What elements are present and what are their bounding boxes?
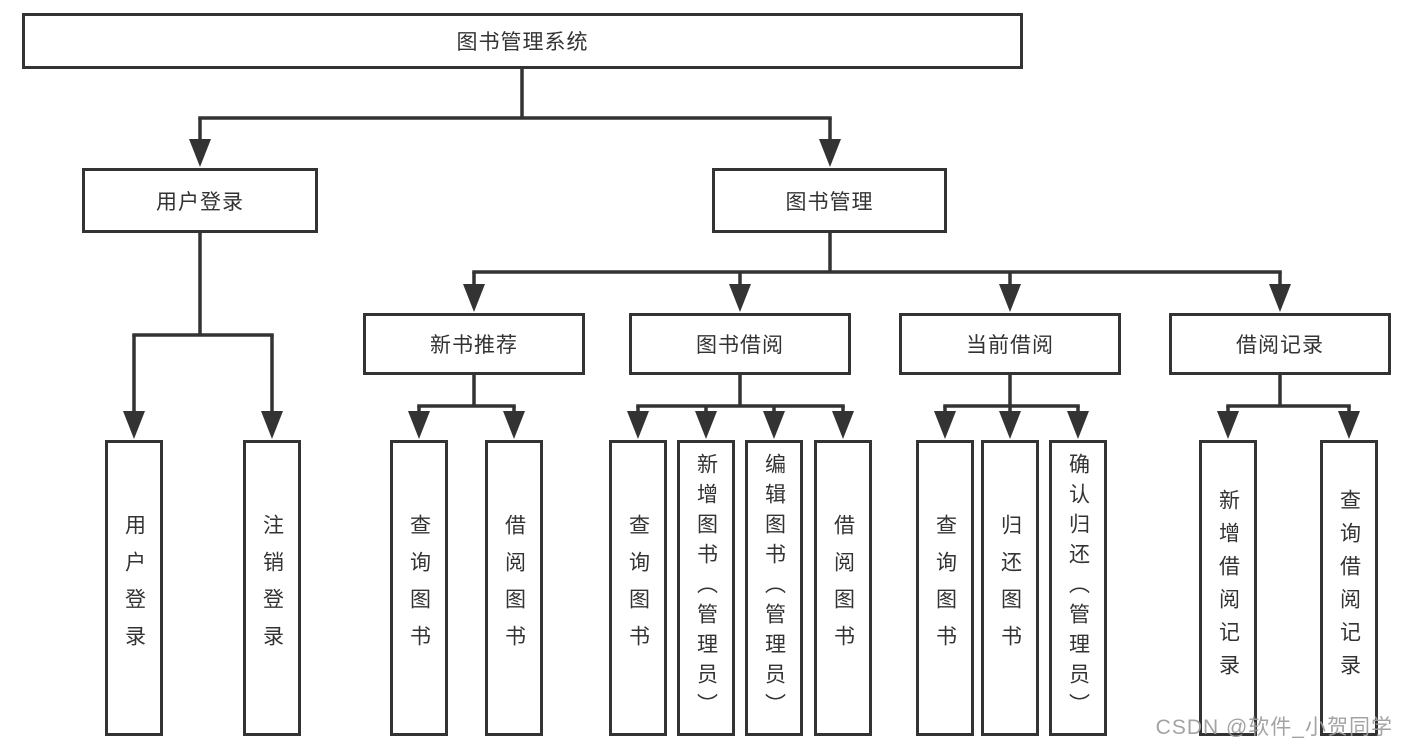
node-leaf-add-record: 新增借阅记录 xyxy=(1199,440,1257,736)
node-leaf-user-login: 用户登录 xyxy=(105,440,163,736)
node-leaf-add-book: 新增图书（管理员） xyxy=(677,440,735,736)
node-leaf-borrow-book-1: 借阅图书 xyxy=(485,440,543,736)
node-label: 注销登录 xyxy=(260,514,284,662)
node-user-login: 用户登录 xyxy=(82,168,318,233)
node-label: 查询图书 xyxy=(626,514,650,662)
node-label: 编辑图书（管理员） xyxy=(762,453,786,723)
node-label: 借阅图书 xyxy=(502,514,526,662)
node-label: 归还图书 xyxy=(998,514,1022,662)
node-label: 确认归还（管理员） xyxy=(1066,453,1090,723)
node-label: 查询借阅记录 xyxy=(1337,489,1361,687)
node-root: 图书管理系统 xyxy=(22,13,1023,69)
node-leaf-logout: 注销登录 xyxy=(243,440,301,736)
node-new-book-rec: 新书推荐 xyxy=(363,313,585,375)
node-label: 用户登录 xyxy=(122,514,146,662)
node-book-borrow: 图书借阅 xyxy=(629,313,851,375)
node-leaf-confirm-return: 确认归还（管理员） xyxy=(1049,440,1107,736)
node-label: 查询图书 xyxy=(407,514,431,662)
node-label: 借阅图书 xyxy=(831,514,855,662)
node-label: 查询图书 xyxy=(933,514,957,662)
node-borrow-record: 借阅记录 xyxy=(1169,313,1391,375)
node-leaf-query-book-3: 查询图书 xyxy=(916,440,974,736)
node-leaf-query-book-2: 查询图书 xyxy=(609,440,667,736)
node-leaf-query-record: 查询借阅记录 xyxy=(1320,440,1378,736)
node-leaf-borrow-book-2: 借阅图书 xyxy=(814,440,872,736)
node-leaf-return-book: 归还图书 xyxy=(981,440,1039,736)
node-label: 新增图书（管理员） xyxy=(694,453,718,723)
watermark: CSDN @软件_小贺同学 xyxy=(1155,716,1393,739)
node-current-borrow: 当前借阅 xyxy=(899,313,1121,375)
node-leaf-edit-book: 编辑图书（管理员） xyxy=(745,440,803,736)
node-leaf-query-book-1: 查询图书 xyxy=(390,440,448,736)
node-label: 新增借阅记录 xyxy=(1216,489,1240,687)
node-book-mgmt: 图书管理 xyxy=(712,168,947,233)
